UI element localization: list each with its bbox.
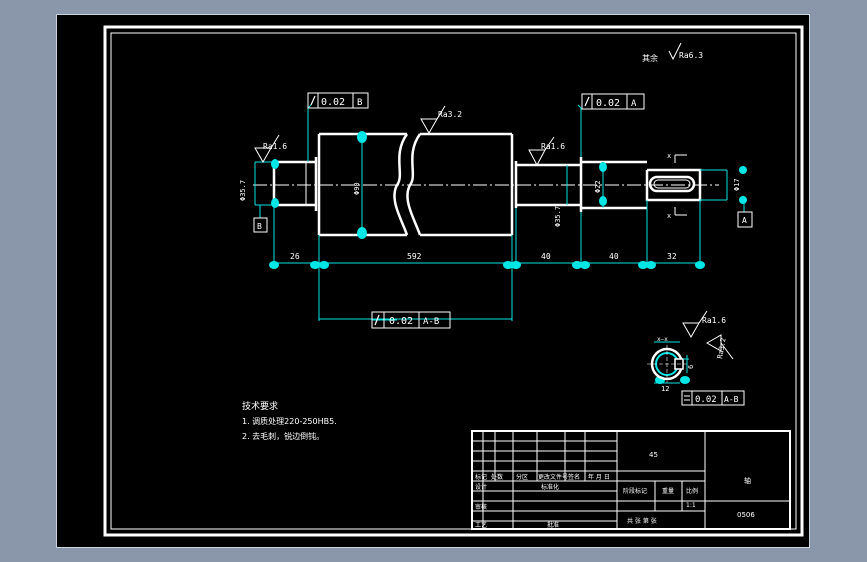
sheet-inner-border: [110, 32, 797, 530]
title-block: [471, 430, 791, 530]
tolerance-bottom-datum: A-B: [423, 317, 439, 327]
section-cut-markers: [674, 154, 687, 216]
tb-sign: 签名: [568, 473, 580, 481]
tb-standardize: 标准化: [541, 483, 559, 491]
tb-weight: 重量: [662, 487, 674, 495]
datum-a-label: A: [742, 216, 747, 225]
tb-zone: 分区: [516, 473, 528, 481]
tb-scale-value: 1:1: [686, 502, 696, 509]
diameter-body: Φ90: [353, 182, 361, 195]
diameter-left-journal: Φ35.7: [239, 180, 247, 201]
roughness-center-body: Ra3.2: [438, 110, 462, 119]
length-journal: 40: [541, 252, 551, 261]
tb-date: 年 月 日: [588, 473, 610, 481]
datum-b-label: B: [257, 222, 262, 231]
tolerance-left-datum: B: [357, 98, 362, 108]
length-step: 40: [609, 252, 619, 261]
datum-a-box: [737, 211, 753, 228]
sheet-outer-border: [103, 25, 804, 537]
tb-scale: 比例: [686, 487, 698, 495]
grip-markers: [269, 131, 747, 384]
tolerance-right-value: 0.02: [596, 98, 620, 109]
roughness-right-journal: Ra1.6: [541, 142, 565, 151]
tb-designer: 设计: [475, 483, 487, 491]
length-end: 32: [667, 252, 677, 261]
title-block-text: 标记 处数 分区 更改文件号 签名 年 月 日 设计 标准化 审核 工艺 批准 …: [475, 451, 755, 529]
section-title: x—x: [657, 336, 668, 343]
tb-count: 处数: [491, 473, 503, 481]
tb-part-name: 轴: [744, 476, 751, 485]
tolerance-frame-section: [681, 390, 745, 406]
length-body: 592: [407, 252, 422, 261]
roughness-keyway-bottom: Ra1.6: [702, 316, 726, 325]
tb-mark: 标记: [475, 473, 487, 481]
tolerance-right-datum: A: [631, 99, 637, 109]
roughness-symbols: [254, 42, 734, 360]
extension-lines: [254, 104, 745, 321]
drawing-canvas: 0.02 B 0.02 A 0.02 A-B 0.02 A-B B A: [103, 25, 804, 537]
section-width: 6: [687, 365, 695, 369]
tolerance-frame-left: [307, 92, 369, 109]
section-depth: 12: [661, 385, 669, 393]
roughness-general-value: Ra6.3: [679, 51, 703, 60]
tolerance-frame-right: [581, 93, 645, 110]
tb-drawing-no: 0506: [737, 511, 755, 519]
tb-sheets: 共 张 第 张: [627, 517, 657, 525]
length-left: 26: [290, 252, 300, 261]
tb-material: 45: [649, 451, 658, 459]
tolerance-section-value: 0.02: [695, 395, 717, 405]
notes-item-1: 1. 调质处理220-250HB5.: [242, 416, 337, 426]
cross-section-view: [647, 341, 689, 384]
roughness-general-label: 其余: [642, 53, 658, 63]
tb-stage-mark: 阶段标记: [623, 487, 647, 495]
tolerance-section-datum: A-B: [724, 395, 739, 404]
section-mark-bottom: x: [667, 212, 671, 220]
cad-viewport[interactable]: 0.02 B 0.02 A 0.02 A-B 0.02 A-B B A: [56, 14, 810, 548]
diameter-right-journal: Φ35.7: [554, 206, 562, 227]
tb-check: 审核: [475, 503, 487, 511]
diameter-end: Φ17: [733, 178, 741, 191]
notes-heading: 技术要求: [242, 400, 278, 412]
diameter-step: Φ22: [594, 180, 602, 193]
roughness-left-journal: Ra1.6: [263, 142, 287, 151]
tb-change-doc: 更改文件号: [538, 473, 568, 481]
tolerance-left-value: 0.02: [321, 97, 345, 108]
tb-process: 工艺: [475, 521, 487, 529]
notes-item-2: 2. 去毛刺，锐边倒钝。: [242, 431, 324, 441]
datum-b-box: [253, 217, 268, 233]
roughness-keyway-side: Ra3.2: [716, 337, 728, 359]
tolerance-bottom-value: 0.02: [389, 316, 413, 327]
tb-approve: 批准: [547, 521, 559, 529]
section-mark-top: x: [667, 152, 671, 160]
tolerance-frame-bottom: [371, 311, 451, 329]
